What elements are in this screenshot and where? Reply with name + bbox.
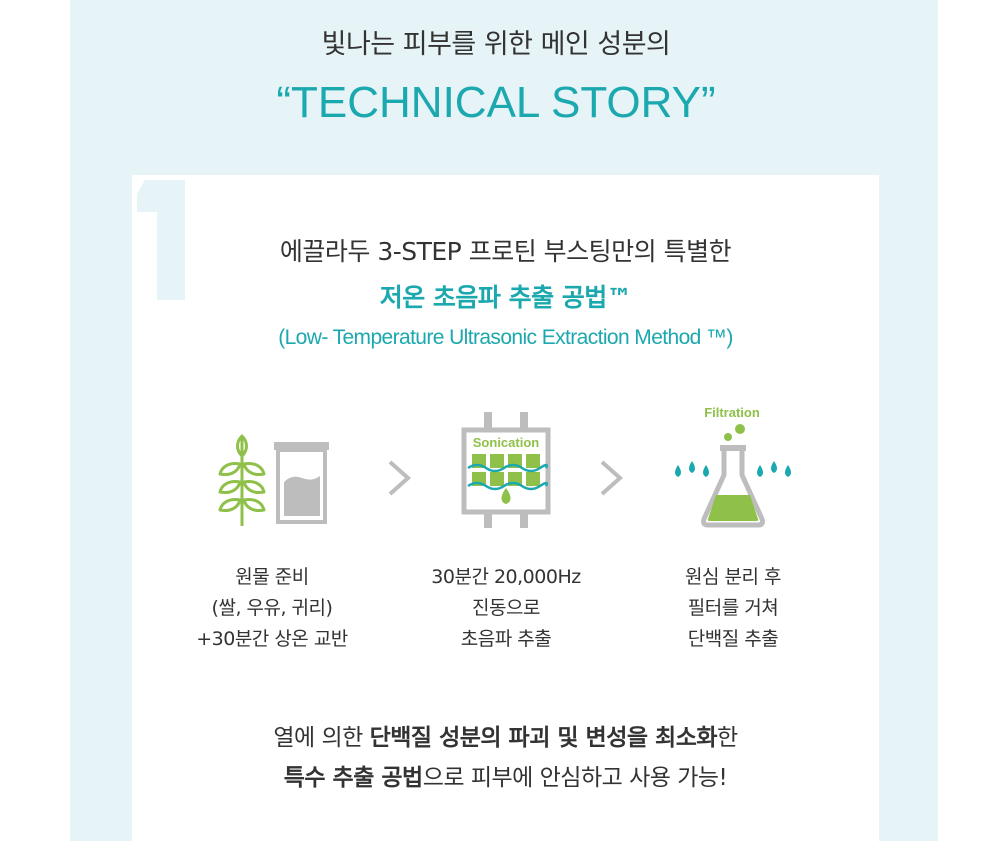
filtration-flask-icon: Filtration [675, 405, 791, 528]
chevron-right-icon [388, 460, 412, 496]
step-2-description: 30분간 20,000Hz 진동으로 초음파 추출 [431, 566, 581, 650]
sonication-icon: Sonication [461, 412, 551, 528]
intro-method-name: 저온 초음파 추출 공법™ [379, 283, 632, 312]
summary-line-2: 특수 추출 공법으로 피부에 안심하고 사용 가능! [283, 765, 728, 791]
sonication-label: Sonication [473, 435, 540, 450]
chevron-right-icon [600, 460, 624, 496]
filtration-label: Filtration [704, 405, 760, 420]
summary-line-1: 열에 의한 단백질 성분의 파괴 및 변성을 최소화한 [273, 725, 738, 751]
intro-line-1: 에끌라두 3-STEP 프로틴 부스팅만의 특별한 [279, 237, 732, 266]
wheat-and-jar-icon [218, 434, 329, 526]
step-number-1: 1 [137, 180, 185, 300]
intro-method-english: (Low- Temperature Ultrasonic Extraction … [278, 326, 733, 349]
step-1-description: 원물 준비 (쌀, 우유, 귀리) +30분간 상온 교반 [196, 566, 348, 650]
header-title: “TECHNICAL STORY” [276, 78, 716, 127]
header-subtitle: 빛나는 피부를 위한 메인 성분의 [321, 29, 671, 60]
step-3-description: 원심 분리 후 필터를 거쳐 단백질 추출 [685, 566, 781, 650]
